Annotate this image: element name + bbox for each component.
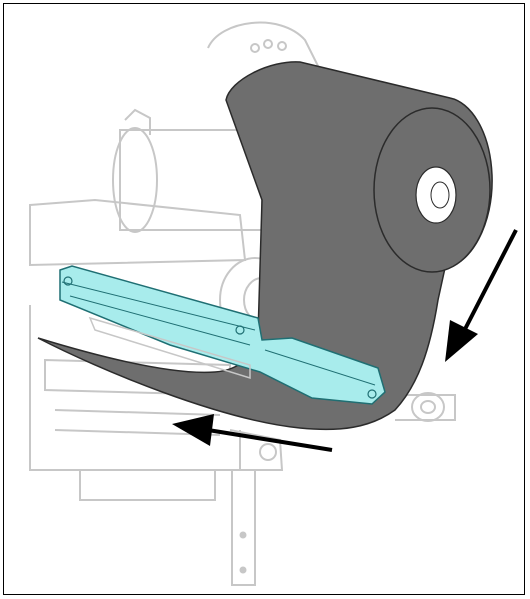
platen-roller-frame	[29, 305, 241, 471]
spindle-housing	[207, 21, 321, 71]
ribbon-take-up	[29, 198, 247, 267]
ribbon-roll	[37, 61, 493, 431]
lower-bracket	[231, 470, 256, 586]
printhead-assembly	[59, 265, 386, 405]
ribbon-path-arrow	[172, 414, 333, 452]
ribbon-path-arrow	[445, 229, 518, 362]
